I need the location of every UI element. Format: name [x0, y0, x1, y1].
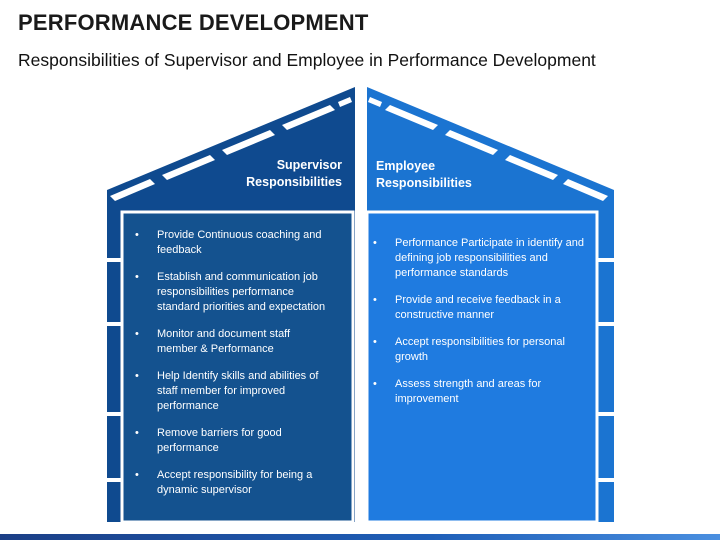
employee-heading-line2: Responsibilities [376, 176, 472, 190]
employee-heading-line1: Employee [376, 159, 436, 173]
supervisor-roof-stripes [110, 97, 352, 201]
wall-notches [107, 258, 614, 482]
center-divider [355, 87, 367, 522]
list-item: Establish and communication job responsi… [133, 270, 333, 315]
page-subtitle: Responsibilities of Supervisor and Emplo… [18, 50, 596, 70]
employee-roof-stripes [368, 97, 608, 201]
supervisor-heading: Supervisor Responsibilities [230, 157, 342, 191]
list-item: Performance Participate in identify and … [371, 236, 593, 281]
supervisor-list: Provide Continuous coaching and feedback… [133, 228, 333, 510]
list-item: Remove barriers for good performance [133, 426, 333, 456]
supervisor-heading-line2: Responsibilities [246, 175, 342, 189]
page-title: PERFORMANCE DEVELOPMENT [18, 10, 369, 35]
list-item: Provide Continuous coaching and feedback [133, 228, 333, 258]
employee-list: Performance Participate in identify and … [371, 236, 593, 419]
employee-heading: Employee Responsibilities [376, 158, 496, 192]
list-item: Accept responsibilities for personal gro… [371, 335, 593, 365]
list-item: Accept responsibility for being a dynami… [133, 468, 333, 498]
list-item: Assess strength and areas for improvemen… [371, 377, 593, 407]
list-item: Provide and receive feedback in a constr… [371, 293, 593, 323]
footer-bar [0, 534, 720, 540]
list-item: Monitor and document staff member & Perf… [133, 327, 333, 357]
supervisor-heading-line1: Supervisor [276, 158, 342, 172]
list-item: Help Identify skills and abilities of st… [133, 369, 333, 414]
